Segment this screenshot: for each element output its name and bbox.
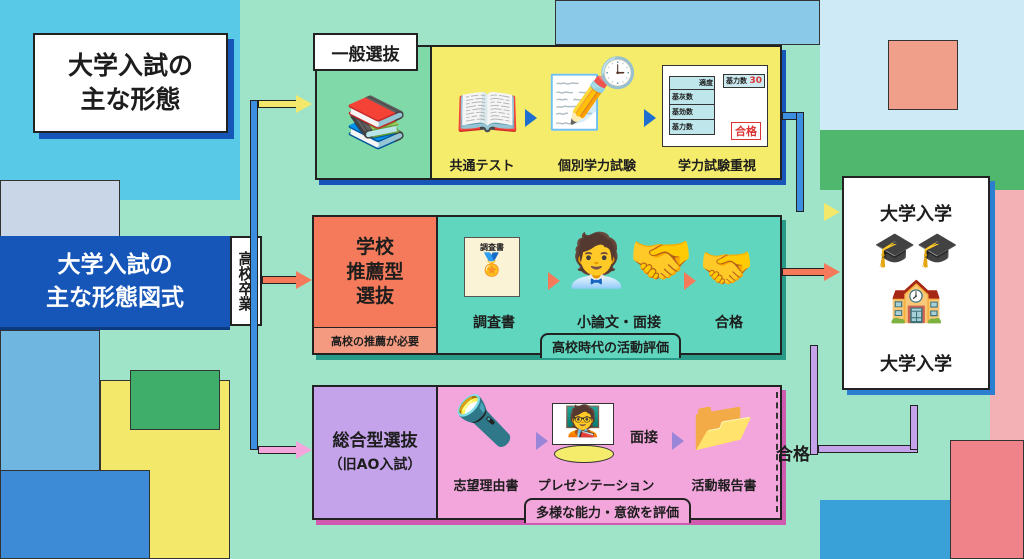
score-value: 30: [749, 76, 762, 86]
arrow-to-university: [824, 203, 840, 221]
banner-line-2: 主な形態図式: [46, 284, 184, 311]
university-building-icon: 🏫: [888, 274, 944, 325]
books-icon: 📚: [345, 93, 408, 151]
clock-icon: 🕒: [599, 56, 637, 91]
university-bottom-label: 大学入学: [880, 354, 952, 375]
table-header: 適度: [699, 79, 713, 87]
comprehensive-panel: 総合型選抜 （旧AO入試） 🔦 🧑‍🏫 面接 📂 志望理由書 プレゼンテーション…: [312, 385, 782, 523]
recommend-title-line: 学校: [355, 235, 394, 258]
university-box: 大学入学 🎓🎓 🏫 大学入学: [842, 176, 990, 390]
connector-line: [796, 112, 804, 212]
report-card-label: 調査書: [480, 243, 504, 252]
score-table: 適度 基灰数 基効数 基力数: [669, 76, 715, 135]
connector-line: [250, 100, 258, 450]
step-label: 共通テスト: [449, 159, 515, 174]
table-row: 基力数: [670, 119, 714, 134]
step-label: 学力試験重視: [677, 159, 756, 174]
step-label: 小論文・面接: [577, 315, 661, 331]
stage-spot: [554, 445, 614, 463]
comprehensive-title: 総合型選抜 （旧AO入試）: [314, 387, 438, 518]
connector-line: [810, 345, 818, 455]
step-label: 活動報告書: [691, 479, 757, 494]
bg-block: [950, 440, 1024, 559]
arrow-general: [296, 95, 312, 113]
title-line-1: 大学入試の: [67, 51, 193, 81]
bg-block: [130, 370, 220, 430]
open-book-icon: 📖: [455, 83, 520, 143]
recommend-title: 学校 推薦型 選抜: [314, 217, 438, 327]
bg-block: [990, 190, 1024, 450]
connector-line: [782, 268, 826, 276]
connector-line: [818, 445, 918, 453]
arrow-comprehensive: [296, 441, 312, 459]
graduation-cap-icon: 🎓🎓: [873, 230, 959, 270]
step-label: プレゼンテーション: [537, 479, 655, 494]
score-label: 基力数: [726, 77, 747, 85]
title-card: 大学入試の 主な形態: [33, 33, 228, 133]
recommend-note: 高校の推薦が必要: [314, 327, 438, 353]
dashed-divider: [776, 392, 778, 512]
step-arrow: [684, 272, 696, 290]
arrow-to-university: [824, 263, 840, 281]
interview-handshake-icon: 🧑‍💼🤝: [564, 231, 694, 291]
step-label: 調査書: [473, 315, 515, 331]
step-arrow: [672, 432, 684, 450]
interview-label: 面接: [630, 430, 658, 446]
pass-stamp: 合格: [731, 122, 761, 140]
university-top-label: 大学入学: [880, 204, 952, 225]
step-arrow: [548, 272, 560, 290]
step-label: 個別学力試験: [557, 159, 636, 174]
recommend-title-line: 選抜: [355, 285, 394, 308]
recommend-tag: 高校時代の活動評価: [540, 333, 682, 358]
recommend-panel: 学校 推薦型 選抜 高校の推薦が必要 調査書🏅 🧑‍💼🤝 🤝 調査書 小論文・面…: [312, 215, 782, 358]
test-sheet-clock-icon: 📝: [547, 73, 612, 133]
handshake-icon: 🤝: [699, 243, 754, 294]
banner-line-1: 大学入試の: [57, 252, 173, 279]
comprehensive-title-main: 総合型選抜: [332, 431, 418, 452]
arrow-recommend: [296, 271, 312, 289]
score-box: 基力数 30: [723, 74, 765, 88]
report-card-icon: 調査書🏅: [464, 237, 520, 297]
recommend-title-line: 推薦型: [346, 260, 404, 283]
diagram-banner: 大学入試の 主な形態図式: [0, 236, 230, 330]
step-label: 合格: [715, 315, 743, 331]
score-sheet: 適度 基灰数 基効数 基力数 基力数 30 合格: [662, 65, 768, 147]
comprehensive-tag: 多様な能力・意欲を評価: [524, 498, 692, 523]
table-row: 基灰数: [670, 89, 714, 104]
connector-line: [910, 405, 918, 450]
connector-line: [262, 276, 298, 284]
bg-block: [555, 0, 820, 45]
general-panel: 📚 📖 📝 🕒 適度 基灰数 基効数 基力数 基力数 30 合格 共通テスト 個…: [315, 45, 782, 180]
bg-block: [0, 180, 120, 240]
step-arrow: [644, 109, 656, 127]
folder-icon: 📂: [692, 397, 755, 455]
step-label: 志望理由書: [453, 479, 519, 494]
comprehensive-pass: 合格: [776, 445, 810, 465]
spotlight-icon: 🔦: [454, 393, 514, 449]
step-arrow: [525, 109, 537, 127]
presentation-icon: 🧑‍🏫: [552, 403, 614, 445]
bg-block: [0, 470, 150, 559]
title-line-2: 主な形態: [80, 85, 181, 114]
table-row: 基効数: [670, 104, 714, 119]
comprehensive-title-sub: （旧AO入試）: [328, 456, 422, 473]
step-arrow: [536, 432, 548, 450]
bg-block: [820, 500, 950, 559]
university-building-bg: [888, 40, 958, 110]
connector-line: [258, 446, 298, 454]
connector-line: [258, 100, 298, 108]
general-title: 一般選抜: [313, 33, 418, 71]
